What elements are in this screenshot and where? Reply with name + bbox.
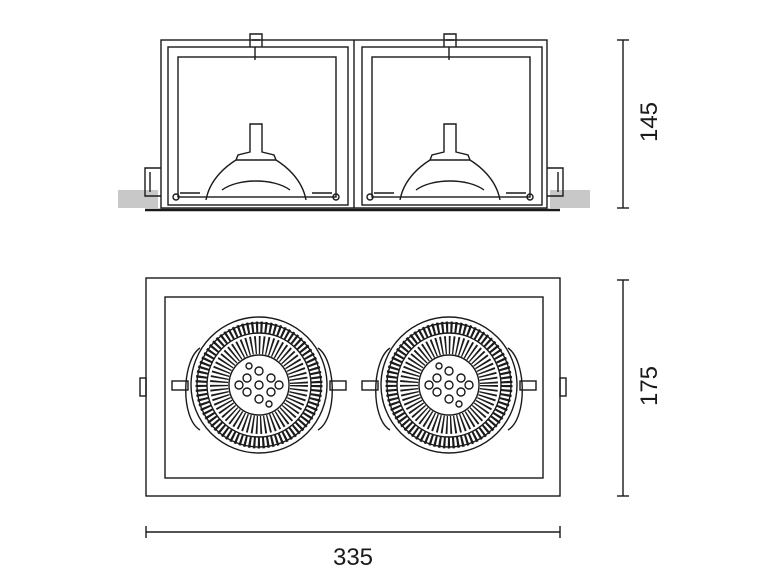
plan-inner-frame	[164, 296, 544, 479]
led-cluster-left	[234, 362, 284, 408]
plan-view	[139, 277, 567, 497]
spring-clip-left	[144, 167, 161, 197]
led-cluster-right	[424, 362, 474, 408]
lamp-left	[205, 123, 307, 201]
ceiling-left	[118, 190, 158, 208]
plan-fixture-right	[361, 316, 537, 454]
dimension-label-335: 335	[333, 544, 373, 571]
spring-clip-right	[547, 167, 564, 197]
dimension-line-width	[145, 526, 561, 538]
side-cell-left	[167, 33, 349, 206]
ceiling-right	[550, 190, 590, 208]
dimension-line-height-side	[617, 39, 629, 209]
lamp-right	[399, 123, 501, 201]
dimension-label-175: 175	[636, 366, 663, 406]
dimension-line-height-plan	[617, 279, 629, 497]
plan-outer-frame	[145, 277, 561, 497]
side-cell-right	[361, 33, 543, 206]
plan-fixture-left	[171, 316, 347, 454]
dimension-label-145: 145	[636, 102, 663, 142]
side-view	[118, 33, 590, 212]
